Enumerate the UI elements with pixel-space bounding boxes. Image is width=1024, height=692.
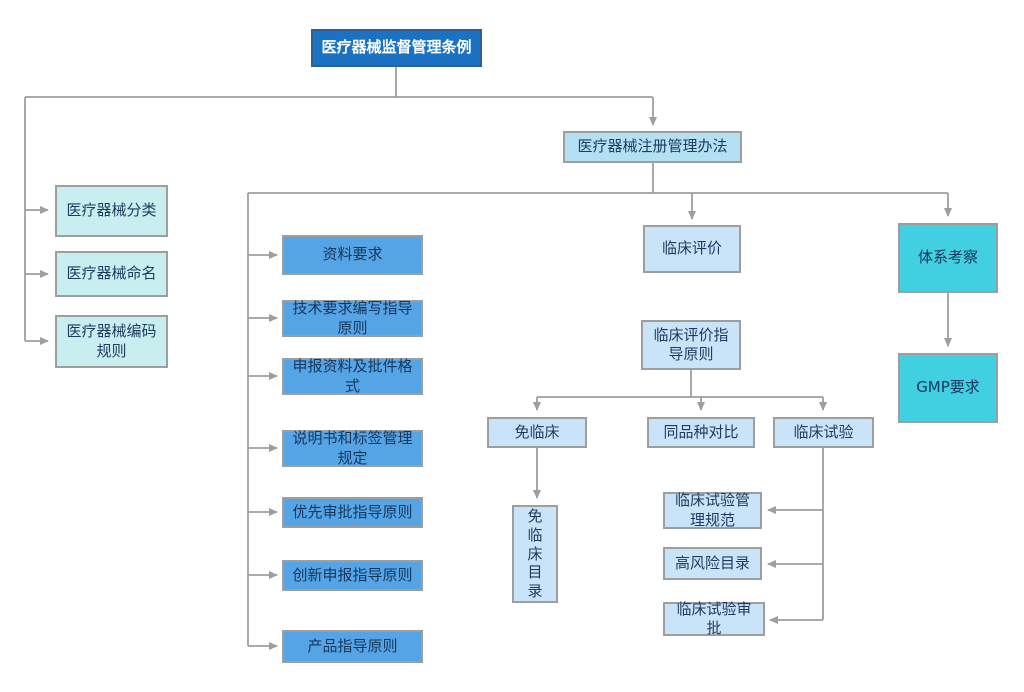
node-innovation-filing: 创新申报指导原则 bbox=[282, 560, 423, 591]
node-trial-approval: 临床试验审批 bbox=[663, 600, 765, 637]
node-product-guidelines: 产品指导原则 bbox=[282, 630, 423, 663]
node-registration-measures: 医疗器械注册管理办法 bbox=[563, 131, 742, 163]
connector-arrows bbox=[25, 97, 952, 650]
node-high-risk-catalog: 高风险目录 bbox=[663, 547, 762, 580]
node-tech-requirement-guidelines: 技术要求编写指导原则 bbox=[282, 299, 423, 337]
node-filing-format: 申报资料及批件格式 bbox=[282, 357, 423, 395]
node-exempt-catalog: 免临床目录 bbox=[512, 505, 558, 603]
node-same-kind-comparison: 同品种对比 bbox=[647, 417, 755, 448]
node-priority-review: 优先审批指导原则 bbox=[282, 497, 423, 528]
node-clinical-trial: 临床试验 bbox=[773, 417, 874, 448]
node-system-audit: 体系考察 bbox=[898, 223, 998, 293]
node-regulation-root: 医疗器械监督管理条例 bbox=[311, 29, 482, 67]
node-clinical-exempt: 免临床 bbox=[487, 417, 587, 448]
node-clinical-eval-guidelines: 临床评价指导原则 bbox=[641, 320, 741, 370]
node-device-coding-rules: 医疗器械编码规则 bbox=[55, 315, 168, 368]
node-clinical-evaluation: 临床评价 bbox=[643, 225, 741, 273]
node-trial-gcp: 临床试验管理规范 bbox=[663, 491, 762, 529]
node-device-classification: 医疗器械分类 bbox=[55, 185, 168, 237]
node-gmp-requirements: GMP要求 bbox=[898, 353, 998, 423]
node-data-requirements: 资料要求 bbox=[282, 235, 423, 275]
node-device-naming: 医疗器械命名 bbox=[55, 251, 168, 297]
node-label-rules: 说明书和标签管理规定 bbox=[282, 429, 423, 467]
connector-segments bbox=[24, 67, 948, 646]
